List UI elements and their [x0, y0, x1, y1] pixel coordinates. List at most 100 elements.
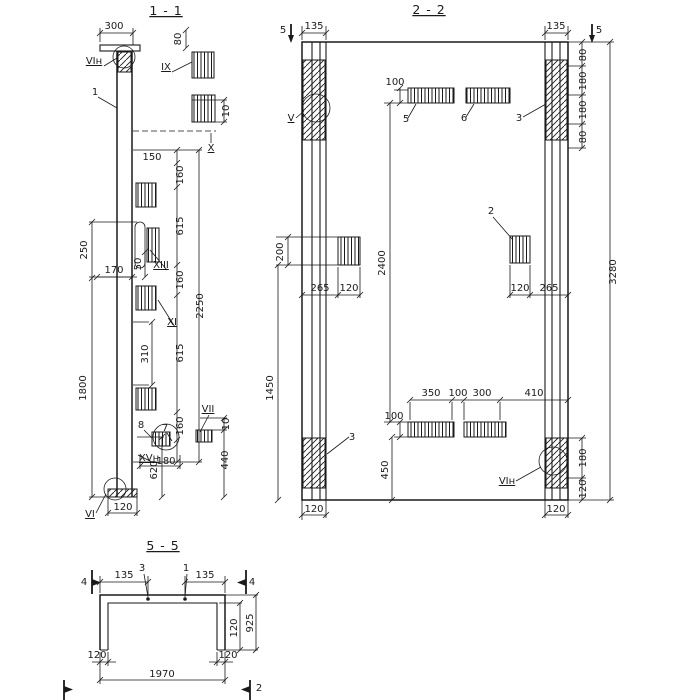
s11-dim-1800: 1800: [78, 375, 89, 400]
s22-panel-outline: [301, 41, 569, 501]
s22-dim-80-b: 80: [578, 131, 589, 144]
s22-dim-120-bottom-left: 120: [304, 504, 323, 515]
s11-dim-10-b: 10: [221, 418, 232, 431]
s22-dim-180-a: 180: [578, 71, 589, 90]
s22-detail-circle-v: [301, 93, 331, 123]
s55-cut-arrow-2-left: [64, 686, 73, 693]
s11-embed-plate-e: [151, 431, 171, 447]
s11-embed-plate-d: [135, 387, 157, 411]
s11-dim-80: 80: [173, 33, 184, 46]
section-1-1: [88, 26, 228, 517]
s55-cut-4-left: 4: [81, 577, 87, 588]
s22-dimension-ticks: [274, 29, 614, 519]
s11-title: 1 - 1: [149, 3, 182, 18]
s11-marker-vi-n-top: VIн: [86, 56, 102, 67]
s11-dim-150: 150: [142, 152, 161, 163]
s22-top-bar-5: [407, 87, 455, 104]
s55-cut-arrow-4-right: [237, 579, 246, 586]
s22-dim-350: 350: [421, 388, 440, 399]
s55-part-1: 1: [183, 563, 189, 574]
s55-dim-1970: 1970: [149, 669, 174, 680]
s11-dim-250: 250: [79, 240, 90, 259]
s11-dim-300: 300: [104, 21, 123, 32]
s11-marker-xi: XI: [167, 317, 177, 328]
s11-part-8: 8: [138, 420, 144, 431]
s55-stud-dot-3: [146, 597, 150, 601]
s22-dim-2400: 2400: [377, 250, 388, 275]
s11-dim-160-b: 160: [175, 270, 186, 289]
s22-mid-plate-left: [337, 236, 361, 266]
s22-leader-lines: [295, 103, 547, 482]
s22-cut-arrow-5-left: [288, 35, 294, 43]
s55-dim-120-leg: 120: [229, 618, 240, 637]
s55-cut-4-right: 4: [249, 577, 255, 588]
s11-slot-hole: [134, 221, 146, 269]
s22-dim-80-top: 80: [578, 49, 589, 62]
s55-dimension-ticks: [96, 578, 260, 684]
s22-dim-265-right: 265: [539, 283, 558, 294]
s11-detail-circle-top: [112, 45, 136, 69]
s22-marker-v: V: [288, 113, 295, 124]
s22-detail-circle-vi-n: [538, 446, 568, 476]
s11-dim-615-a: 615: [175, 216, 186, 235]
s22-dim-410: 410: [524, 388, 543, 399]
s55-stud-dot-1: [183, 597, 187, 601]
s11-marker-vii: VII: [202, 404, 215, 415]
s11-embed-plate-b: [146, 227, 160, 263]
s55-cut-2-right: 2: [256, 683, 262, 694]
s11-dim-170: 170: [104, 265, 123, 276]
s11-detail-piece-x: [191, 94, 216, 123]
s55-title: 5 - 5: [146, 538, 179, 553]
s11-dim-120: 120: [113, 502, 132, 513]
s22-dim-120-bottom-right: 120: [546, 504, 565, 515]
s11-embed-plate-c: [135, 285, 157, 311]
s22-dim-1450: 1450: [265, 375, 276, 400]
s22-part-2: 2: [488, 206, 494, 217]
labels-layer: 1 - 130080VIнIX110X150160615225025017050…: [78, 2, 619, 694]
s22-dim-265-left: 265: [310, 283, 329, 294]
s11-dimension-lines: [91, 30, 225, 514]
s11-dim-620: 620: [149, 460, 160, 479]
s55-cut-arrow-4-left: [92, 579, 101, 586]
s22-top-bar-6: [465, 87, 511, 104]
s22-left-member-top-hatch: [302, 59, 326, 141]
s22-cut-5-right: 5: [596, 25, 602, 36]
s22-dim-120-br-chain: 120: [578, 479, 589, 498]
s22-cut-arrow-5-right: [589, 35, 595, 43]
s11-dim-160-a: 160: [175, 165, 186, 184]
s22-dimension-lines: [277, 32, 611, 516]
s11-detail-piece-ix: [191, 51, 215, 79]
s22-dim-180-b: 180: [578, 100, 589, 119]
s11-part-7: 7: [162, 423, 168, 434]
s11-part-1: 1: [92, 87, 98, 98]
s22-dim-100-mid: 100: [448, 388, 467, 399]
s11-bottom-flange: [107, 488, 138, 498]
s55-extension-lines: [99, 576, 258, 684]
s55-dim-120-br: 120: [218, 650, 237, 661]
s22-dim-120-mid-right: 120: [510, 283, 529, 294]
s11-marker-x: X: [208, 143, 215, 154]
section-2-2: [274, 24, 614, 520]
s11-dim-310: 310: [140, 344, 151, 363]
s55-dim-135-right: 135: [195, 570, 214, 581]
s55-dim-925: 925: [245, 613, 256, 632]
s22-dim-200: 200: [275, 242, 286, 261]
s22-right-member-bottom-hatch: [545, 437, 568, 489]
s55-dimension-lines: [92, 581, 257, 681]
s11-dim-440: 440: [220, 450, 231, 469]
s22-part-6: 6: [461, 113, 467, 124]
s22-marker-vi-n: VIн: [499, 476, 515, 487]
s22-dim-120-mid-left: 120: [339, 283, 358, 294]
s22-part-3-bottom: 3: [349, 432, 355, 443]
s11-top-flange: [99, 44, 141, 52]
s11-dim-50: 50: [133, 258, 144, 271]
s11-marker-ix: IX: [161, 62, 171, 73]
s55-dim-135-left: 135: [114, 570, 133, 581]
s22-part-5: 5: [403, 114, 409, 125]
s55-channel-inner: [107, 602, 218, 650]
s22-dim-100-top: 100: [385, 77, 404, 88]
s11-dim-10-top: 10: [221, 105, 232, 118]
s22-part-3-top: 3: [516, 113, 522, 124]
